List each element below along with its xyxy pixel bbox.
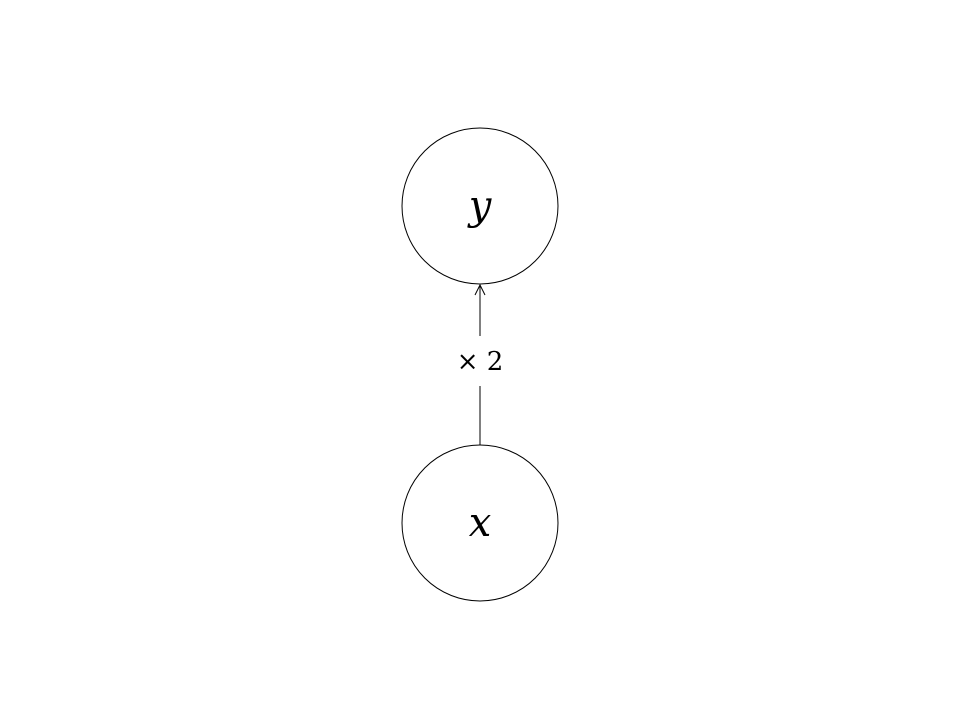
node-y-label: y (467, 183, 493, 229)
edge-label: × 2 (457, 347, 504, 377)
arrowhead-icon (474, 283, 486, 296)
node-y: y (401, 127, 559, 285)
node-x: x (401, 444, 559, 602)
node-x-label: x (469, 500, 492, 546)
edge-x-to-y: × 2 (457, 283, 504, 445)
